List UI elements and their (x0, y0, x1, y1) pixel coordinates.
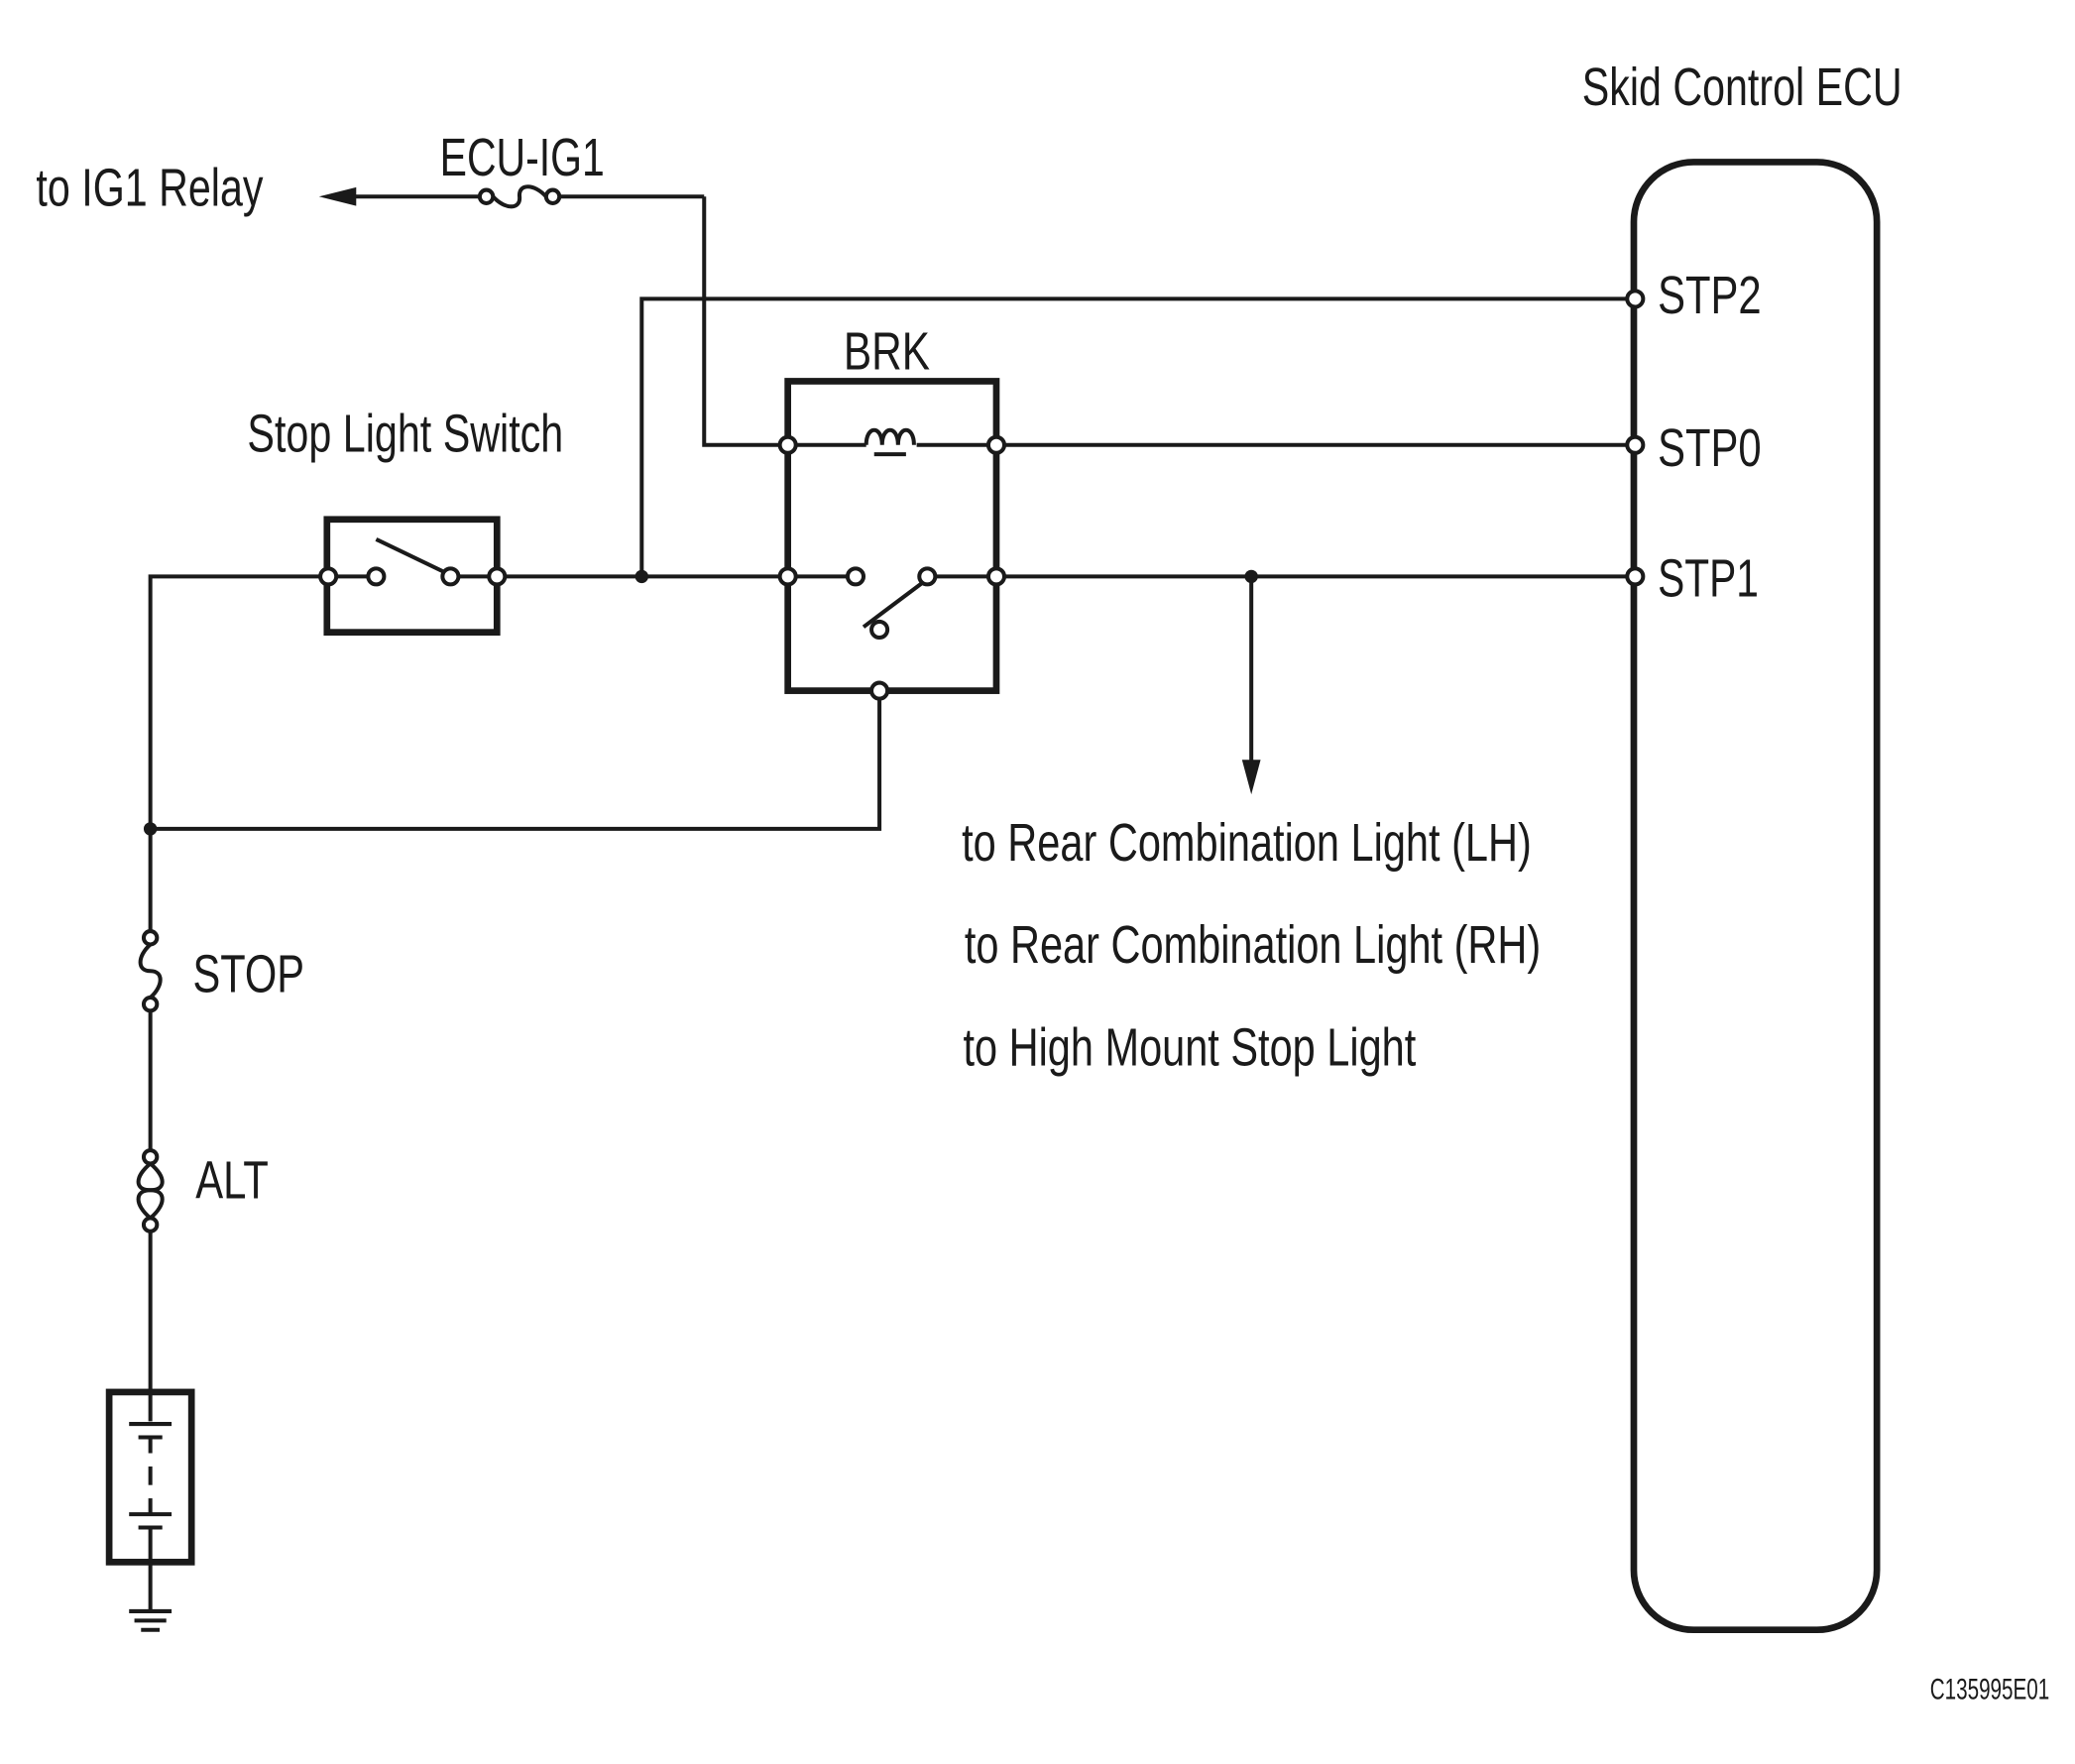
skid-control-ecu (1625, 159, 1881, 1634)
relay-housing (784, 378, 1000, 694)
relay-terminal (869, 680, 890, 701)
switch-contact (440, 566, 461, 587)
relay-terminal (985, 434, 1007, 455)
rear-rh-label: to Rear Combination Light (RH) (965, 915, 1541, 975)
switch-icon (862, 581, 924, 629)
relay-terminal (777, 566, 798, 587)
stop-light-switch-label: Stop Light Switch (247, 404, 563, 463)
arrow-down-icon (1241, 760, 1261, 795)
stop-fuse-label: STOP (193, 945, 305, 1004)
ecu-terminal-stp2 (1625, 289, 1646, 309)
brk-label: BRK (844, 321, 930, 381)
arrow-left-icon (318, 186, 357, 206)
junction-dot (143, 822, 158, 836)
stp2-label: STP2 (1658, 266, 1761, 325)
relay-coil-icon (864, 427, 916, 457)
relay-contact (845, 566, 866, 587)
battery-icon (105, 1388, 195, 1566)
ecu-ig1-label: ECU-IG1 (440, 128, 605, 187)
figure-code-label: C135995E01 (1930, 1673, 2050, 1705)
fuse-stop (138, 929, 163, 1013)
switch-contact (366, 566, 387, 587)
brk-relay (777, 378, 1007, 701)
fuse-ecu-ig1 (477, 184, 562, 209)
fuse-terminal (543, 187, 562, 205)
relay-contact (917, 566, 938, 587)
ecu-terminal-stp1 (1625, 566, 1646, 587)
ig1-relay-label: to IG1 Relay (36, 159, 263, 218)
fuse-terminal (141, 1148, 160, 1166)
labels: Skid Control ECU to IG1 Relay ECU-IG1 BR… (36, 58, 2049, 1706)
stop-light-switch (318, 516, 508, 637)
fuse-terminal (141, 996, 160, 1013)
alt-fuse-label: ALT (195, 1150, 269, 1210)
wires (148, 186, 1629, 1391)
junction-dot (634, 569, 648, 584)
high-mount-label: to High Mount Stop Light (963, 1017, 1416, 1077)
switch-terminal (487, 566, 508, 587)
fuse-terminal (141, 929, 160, 947)
wire-ig1-to-brk-coil (702, 196, 780, 447)
stp0-label: STP0 (1658, 418, 1761, 478)
fuse-icon (138, 942, 163, 1000)
stp1-label: STP1 (1658, 548, 1759, 608)
fuse-terminal (141, 1216, 160, 1234)
ecu-housing (1630, 159, 1881, 1634)
relay-terminal (985, 566, 1007, 587)
wire-brk-to-junction (150, 698, 882, 831)
fuse-terminal (477, 187, 496, 205)
fuse-icon (491, 184, 548, 209)
fusible-link-alt (136, 1148, 165, 1234)
ground-icon (129, 1562, 173, 1632)
junction-dot (1244, 569, 1258, 584)
rear-lh-label: to Rear Combination Light (LH) (962, 813, 1532, 873)
switch-terminal (318, 566, 339, 587)
wire-left-feed (148, 574, 319, 930)
relay-contact (869, 619, 890, 641)
ecu-name-label: Skid Control ECU (1582, 58, 1902, 117)
ecu-terminal-stp0 (1625, 434, 1646, 455)
relay-terminal (777, 434, 798, 455)
wire-stp2 (639, 296, 1629, 577)
switch-icon (375, 537, 444, 573)
fusible-link-icon (136, 1161, 165, 1220)
